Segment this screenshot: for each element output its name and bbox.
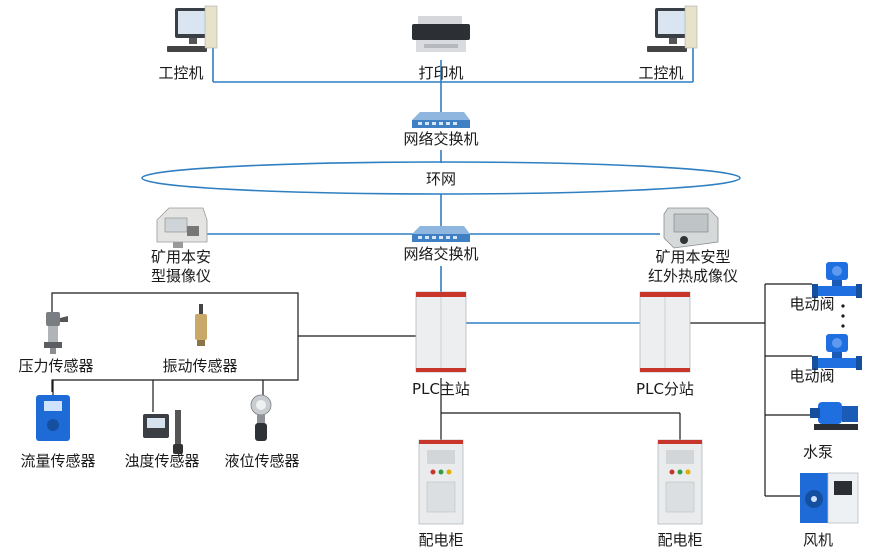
switch-top-label: 网络交换机 — [403, 130, 478, 148]
network-links — [141, 29, 741, 324]
dist1-label: 配电柜 — [418, 531, 463, 549]
pc-right-label: 工控机 — [638, 64, 683, 82]
flow-label: 流量传感器 — [20, 452, 95, 470]
pump-label: 水泵 — [803, 443, 833, 461]
turbidity-label: 浊度传感器 — [124, 452, 199, 470]
electric-valve-2-icon — [812, 334, 862, 370]
thermal-label-line2: 红外热成像仪 — [648, 267, 738, 285]
industrial-pc-right-icon — [647, 5, 698, 52]
printer-icon — [412, 16, 470, 52]
sensor-bus — [51, 292, 299, 392]
level-sensor-icon — [250, 394, 272, 441]
electric-valve-1-icon — [812, 262, 862, 298]
pressure-sensor-icon — [44, 312, 68, 354]
industrial-pc-left-icon — [167, 5, 218, 52]
field-wiring — [51, 283, 845, 497]
ellipsis-dot — [841, 314, 845, 318]
valve1-label: 电动阀 — [789, 295, 834, 313]
mining-camera-icon — [156, 207, 208, 248]
dist2-label: 配电柜 — [657, 531, 702, 549]
valve2-label: 电动阀 — [789, 367, 834, 385]
fan-icon — [800, 472, 859, 524]
network-switch-top-icon — [412, 112, 470, 128]
ellipsis-dot — [841, 304, 845, 308]
fan-label: 风机 — [803, 531, 833, 549]
thermal-imager-icon — [663, 207, 719, 249]
camera-label-line2: 型摄像仪 — [151, 267, 211, 285]
vibration-sensor-icon — [195, 304, 207, 346]
network-switch-mid-icon — [412, 226, 470, 242]
flow-sensor-icon — [36, 395, 70, 441]
turbidity-sensor-icon — [143, 410, 183, 454]
ring-label: 环网 — [426, 170, 456, 188]
water-pump-icon — [810, 402, 858, 430]
plc-sub-cabinet-icon — [639, 291, 691, 373]
camera-label-line1: 矿用本安 — [151, 248, 211, 266]
pc-left-label: 工控机 — [158, 64, 203, 82]
distribution-cabinet-1-icon — [418, 439, 464, 525]
printer-label: 打印机 — [418, 64, 463, 82]
plc-sub-label: PLC分站 — [636, 380, 694, 398]
thermal-label-line1: 矿用本安型 — [655, 248, 730, 266]
switch-mid-label: 网络交换机 — [403, 245, 478, 263]
plc-main-label: PLC主站 — [412, 380, 470, 398]
pressure-label: 压力传感器 — [18, 357, 93, 375]
vibration-label: 振动传感器 — [162, 357, 237, 375]
ellipsis-dot — [841, 324, 845, 328]
plc-main-cabinet-icon — [415, 291, 467, 373]
level-label: 液位传感器 — [224, 452, 299, 470]
distribution-cabinet-2-icon — [657, 439, 703, 525]
